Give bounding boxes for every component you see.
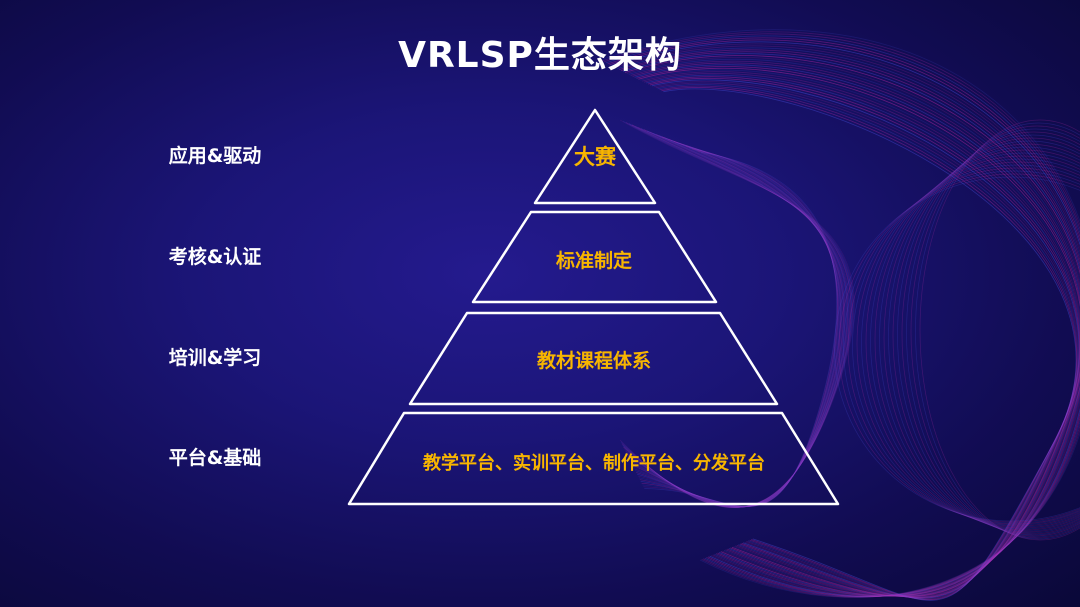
wave-line xyxy=(607,37,1080,598)
pyramid-tier-third xyxy=(408,311,779,406)
wave-line xyxy=(638,67,1080,597)
wave-line xyxy=(613,43,1080,597)
wave-line xyxy=(630,60,1080,597)
wave-ring xyxy=(834,176,1080,522)
wave-ring xyxy=(838,173,1080,523)
wave-ring xyxy=(910,125,1080,539)
wave-line xyxy=(622,123,853,508)
wave-line xyxy=(627,130,848,508)
wave-line xyxy=(609,39,1080,598)
wave-line xyxy=(632,136,844,508)
side-label-platform: 平台&基础 xyxy=(168,447,262,469)
wave-line xyxy=(632,62,1080,597)
wave-line xyxy=(642,71,1080,598)
wave-ring xyxy=(870,152,1080,530)
wave-line xyxy=(642,149,838,507)
wave-line xyxy=(655,82,1079,600)
wave-ring xyxy=(847,167,1080,525)
wave-line xyxy=(635,140,842,508)
wave-ring xyxy=(879,146,1080,532)
wave-line xyxy=(639,146,840,508)
pyramid-tier-base xyxy=(347,411,840,506)
wave-line xyxy=(634,138,843,508)
wave-line xyxy=(649,77,1080,599)
wave-line xyxy=(641,148,839,507)
wave-ring xyxy=(856,161,1080,527)
wave-line xyxy=(622,53,1080,597)
tier-label-competition: 大赛 xyxy=(574,145,617,169)
wave-line xyxy=(624,55,1080,597)
wave-ring xyxy=(843,170,1080,524)
page-title: VRLSP生态架构 xyxy=(398,35,682,76)
wave-ring xyxy=(861,158,1080,528)
wave-line xyxy=(634,64,1080,597)
wave-line xyxy=(645,74,1080,598)
wave-line xyxy=(653,81,1079,599)
wave-line xyxy=(631,135,845,508)
tier-label-standards: 标准制定 xyxy=(556,249,632,272)
wave-line xyxy=(624,125,851,508)
wave-line xyxy=(620,120,854,508)
wave-line xyxy=(619,119,855,508)
wave-line xyxy=(619,49,1080,597)
wave-line xyxy=(617,47,1080,597)
wave-line xyxy=(603,33,1080,598)
wave-line xyxy=(640,147,839,507)
wave-line xyxy=(637,142,841,508)
pyramid-tier-second xyxy=(471,210,718,304)
tier-label-curriculum: 教材课程体系 xyxy=(537,349,651,372)
wave-line xyxy=(637,143,841,507)
wave-line xyxy=(643,150,838,507)
wave-ring xyxy=(906,128,1080,538)
wave-line xyxy=(629,132,846,508)
wave-line xyxy=(659,85,1078,600)
wave-line xyxy=(625,126,850,508)
wave-line xyxy=(636,141,842,508)
wave-line xyxy=(615,45,1080,597)
wave-line xyxy=(657,84,1078,600)
wave-ring xyxy=(865,155,1080,529)
wave-line xyxy=(636,66,1080,597)
wave-ring xyxy=(915,122,1080,540)
wave-line xyxy=(640,69,1080,598)
wave-line xyxy=(601,31,1080,598)
pyramid-tier-top xyxy=(533,108,657,205)
wave-line xyxy=(611,41,1080,597)
wave-line xyxy=(626,128,849,508)
wave-line xyxy=(638,144,840,507)
side-label-assessment: 考核&认证 xyxy=(168,246,262,268)
wave-ring xyxy=(888,140,1080,534)
wave-ring xyxy=(874,149,1080,531)
wave-line xyxy=(644,152,838,507)
wave-line xyxy=(630,134,846,508)
wave-ring xyxy=(892,137,1080,535)
wave-line xyxy=(623,124,852,508)
wave-line xyxy=(599,29,1080,598)
wave-line xyxy=(644,73,1080,598)
wave-line xyxy=(628,131,847,508)
wave-ring xyxy=(852,164,1080,526)
side-label-application: 应用&驱动 xyxy=(168,145,262,167)
wave-ring xyxy=(901,131,1080,537)
wave-line xyxy=(647,76,1080,598)
wave-line xyxy=(605,35,1080,598)
wave-line xyxy=(621,51,1080,597)
wave-line xyxy=(626,57,1080,597)
wave-ring xyxy=(883,143,1080,533)
wave-line xyxy=(627,129,849,508)
wave-line xyxy=(633,137,844,508)
wave-line xyxy=(621,122,853,508)
wave-line xyxy=(628,59,1080,597)
side-label-training: 培训&学习 xyxy=(168,347,262,369)
wave-line xyxy=(651,79,1080,599)
wave-ring xyxy=(919,119,1080,541)
wave-ring xyxy=(897,134,1080,536)
tier-label-platforms: 教学平台、实训平台、制作平台、分发平台 xyxy=(423,452,765,474)
